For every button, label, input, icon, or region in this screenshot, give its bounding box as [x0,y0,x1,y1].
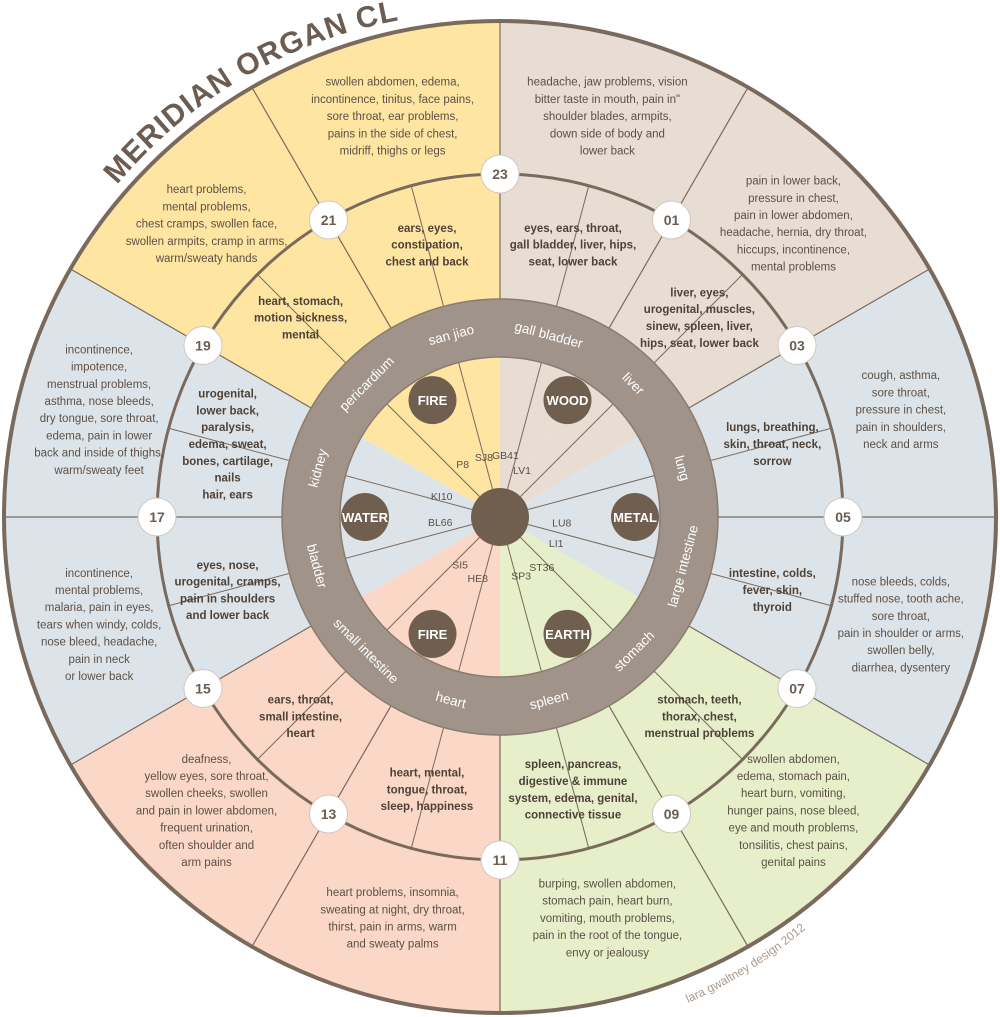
organ-label: lung [672,454,693,483]
outer-text-17-19: incontinence,impotence,menstrual problem… [34,344,164,476]
element-fire-circle: FIRE [408,609,457,658]
svg-text:EARTH: EARTH [545,627,590,642]
svg-text:03: 03 [789,338,805,354]
svg-text:23: 23 [492,166,508,182]
point-code: LU8 [552,517,571,529]
inner-text-21-23: ears, eyes,constipation,chest and back [385,223,469,269]
outer-text-13-15: deafness,yellow eyes, sore throat,swolle… [136,754,277,869]
hour-marker-01: 01 [652,200,691,240]
inner-organ-texts: eyes, ears, throat,gall bladder, liver, … [175,223,822,822]
svg-text:09: 09 [664,806,680,822]
inner-text-19-21: heart, stomach,motion sickness,mental [254,296,347,342]
point-code: SJ8 [475,452,493,464]
svg-text:19: 19 [195,338,211,354]
outer-text-01-03: pain in lower back,pressure in chest,pai… [720,176,867,274]
svg-text:05: 05 [835,509,851,525]
inner-text-11-13: heart, mental,tongue, throat,sleep, happ… [381,768,474,814]
sector-17-19 [2,268,500,517]
element-circles: WOOD METAL EARTH FIRE WATER FIRE [341,376,659,658]
sector-05-07 [500,517,998,766]
outer-text-19-21: heart problems,mental problems,chest cra… [126,184,288,265]
hour-marker-17: 17 [137,497,177,537]
inner-text-05-07: intestine, colds,fever, skin,thyroid [729,568,816,614]
element-metal-circle: METAL [611,493,659,541]
inner-text-01-03: liver, eyes,urogenital, muscles,sinew, s… [640,287,759,349]
organ-band [282,299,718,735]
hour-marker-11: 11 [480,840,520,880]
outer-text-07-09: swollen abdomen,edema, stomach pain,hear… [727,754,859,869]
point-code: P8 [456,459,469,471]
inner-text-17-19: urogenital,lower back,paralysis,edema, s… [182,389,273,502]
svg-text:METAL: METAL [613,510,657,525]
svg-text:WOOD: WOOD [547,393,589,408]
inner-text-07-09: stomach, teeth,thorax, chest,menstrual p… [644,695,754,741]
outer-text-21-23: swollen abdomen, edema,incontinence, tin… [311,77,474,158]
outer-text-11-13: heart problems, insomnia,sweating at nig… [320,887,464,951]
inner-text-15-17: eyes, nose,urogenital, cramps,pain in sh… [175,560,281,622]
hour-marker-21: 21 [309,200,348,240]
point-code: HE8 [468,573,489,585]
point-code: LV1 [513,465,531,477]
inner-text-23-01: eyes, ears, throat,gall bladder, liver, … [510,223,637,269]
outer-text-05-07: nose bleeds, colds,stuffed nose, tooth a… [838,576,965,674]
inner-text-13-15: ears, throat,small intestine,heart [259,695,342,741]
outer-text-15-17: incontinence,mental problems,malaria, pa… [37,568,161,683]
hour-marker-05: 05 [823,497,863,537]
hour-marker-15: 15 [183,669,223,708]
hour-marker-23: 23 [480,154,520,194]
sector-03-05 [500,268,998,517]
organ-band-inner-edge [339,356,661,678]
point-code: ST36 [529,562,554,574]
point-code: KI10 [431,491,453,503]
svg-text:15: 15 [195,681,211,697]
svg-text:FIRE: FIRE [418,393,448,408]
outer-ring [2,19,998,1015]
center-hub [471,488,529,546]
hour-marker-19: 19 [183,326,223,365]
hour-markers: 23 01 03 05 07 09 11 13 15 17 19 21 [137,154,863,880]
svg-text:WATER: WATER [342,510,389,525]
svg-text:FIRE: FIRE [418,627,448,642]
element-fire-circle: FIRE [408,376,457,425]
organ-band-outer-edge [281,298,719,736]
point-code: GB41 [492,450,519,462]
inner-text-03-05: lungs, breathing,skin, throat, neck,sorr… [724,422,822,468]
point-code: LI1 [549,538,564,550]
svg-text:07: 07 [789,681,805,697]
element-earth-circle: EARTH [543,609,592,658]
point-code: SI5 [452,559,468,571]
outer-text-03-05: cough, asthma,sore throat,pressure in ch… [855,370,946,451]
point-code: SP3 [511,570,531,582]
hour-marker-03: 03 [777,326,817,365]
svg-text:13: 13 [321,806,337,822]
hour-marker-09: 09 [652,794,691,834]
svg-text:21: 21 [321,212,337,228]
svg-text:11: 11 [493,852,508,868]
sector-15-17 [2,517,500,766]
outer-text-09-11: burping, swollen abdomen,stomach pain, h… [533,879,683,960]
svg-text:01: 01 [664,212,680,228]
point-code: BL66 [428,517,453,529]
hour-marker-07: 07 [777,669,817,708]
element-wood-circle: WOOD [543,376,592,425]
svg-text:17: 17 [149,509,165,525]
element-water-circle: WATER [341,493,389,541]
hour-marker-13: 13 [309,794,348,834]
